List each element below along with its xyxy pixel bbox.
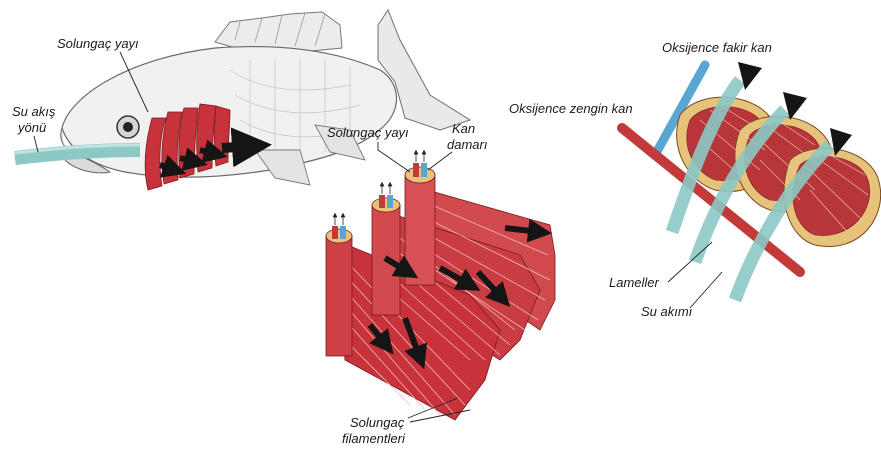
label-gill-arch-fish: Solungaç yayı <box>57 36 139 51</box>
label-gill-filaments-line2: filamentleri <box>342 431 406 446</box>
label-water-current: Su akımı <box>641 304 693 319</box>
label-water-flow-line1: Su akış <box>12 104 56 119</box>
leader-blood-vessel <box>428 152 452 170</box>
lamellae-illustration <box>622 62 881 300</box>
gill-exit-arrow <box>222 146 252 148</box>
leader-gill-arch-detail <box>378 142 410 172</box>
label-blood-vessel-line1: Kan <box>452 121 475 136</box>
label-lamellae: Lameller <box>609 275 660 290</box>
label-oxygen-rich-blood: Oksijence zengin kan <box>509 101 633 116</box>
leader-water-current <box>690 272 722 308</box>
label-water-flow-line2: yönü <box>17 120 46 135</box>
label-blood-vessel-line2: damarı <box>447 137 488 152</box>
leader-lamellae <box>668 242 712 282</box>
label-gill-filaments-line1: Solungaç <box>350 415 405 430</box>
label-oxygen-poor-blood: Oksijence fakir kan <box>662 40 772 55</box>
label-gill-arch-detail: Solungaç yayı <box>327 125 409 140</box>
fish-dorsal-fin <box>215 12 342 52</box>
gill-filaments-illustration <box>326 152 555 420</box>
